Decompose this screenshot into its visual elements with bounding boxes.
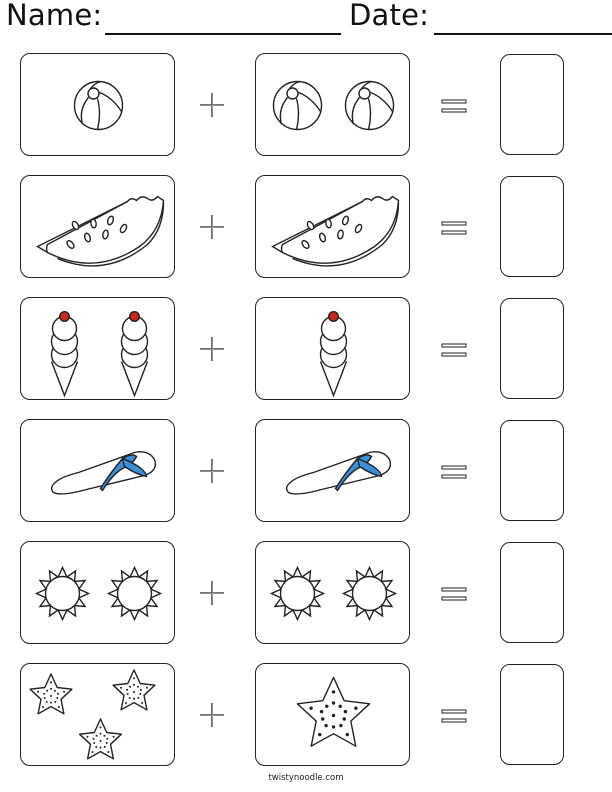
right-addend-box xyxy=(255,297,410,400)
date-line xyxy=(434,33,612,35)
left-addend-box xyxy=(20,663,175,766)
flip-flop-icon xyxy=(50,451,157,495)
starfish-icon xyxy=(78,718,123,760)
right-addend-box xyxy=(255,541,410,644)
answer-box[interactable] xyxy=(500,176,564,277)
beach-ball-icon xyxy=(272,80,323,131)
flip-flop-icon xyxy=(285,451,392,495)
equals-sign xyxy=(440,585,468,608)
equals-sign xyxy=(440,341,468,364)
left-addend-box xyxy=(20,419,175,522)
sun-icon xyxy=(106,565,163,622)
worksheet-header: Name: Date: xyxy=(0,0,612,44)
equals-sign xyxy=(440,219,468,242)
sun-icon xyxy=(341,565,398,622)
sun-icon xyxy=(269,565,326,622)
ice-cream-cone-icon xyxy=(50,310,79,398)
name-line xyxy=(105,33,341,35)
watermelon-icon xyxy=(271,195,400,267)
right-addend-box xyxy=(255,53,410,156)
ice-cream-cone-icon xyxy=(319,310,348,398)
answer-box[interactable] xyxy=(500,420,564,521)
left-addend-box xyxy=(20,297,175,400)
starfish-icon xyxy=(112,669,156,711)
right-addend-box xyxy=(255,663,410,766)
starfish-icon xyxy=(29,673,73,715)
left-addend-box xyxy=(20,175,175,278)
left-addend-box xyxy=(20,53,175,156)
plus-sign xyxy=(198,457,226,490)
sun-icon xyxy=(34,565,91,622)
equals-sign xyxy=(440,707,468,730)
right-addend-box xyxy=(255,175,410,278)
beach-ball-icon xyxy=(344,80,395,131)
date-label: Date: xyxy=(349,0,430,32)
footer-credit: twistynoodle.com xyxy=(268,773,344,783)
answer-box[interactable] xyxy=(500,542,564,643)
answer-box[interactable] xyxy=(500,298,564,399)
plus-sign xyxy=(198,91,226,124)
answer-box[interactable] xyxy=(500,54,564,155)
answer-box[interactable] xyxy=(500,664,564,765)
name-label: Name: xyxy=(6,0,103,32)
ice-cream-cone-icon xyxy=(120,310,149,398)
right-addend-box xyxy=(255,419,410,522)
plus-sign xyxy=(198,579,226,612)
plus-sign xyxy=(198,213,226,246)
plus-sign xyxy=(198,335,226,368)
equals-sign xyxy=(440,97,468,120)
beach-ball-icon xyxy=(73,80,124,131)
equals-sign xyxy=(440,463,468,486)
starfish-icon xyxy=(296,676,371,747)
watermelon-icon xyxy=(36,195,165,267)
plus-sign xyxy=(198,701,226,734)
left-addend-box xyxy=(20,541,175,644)
